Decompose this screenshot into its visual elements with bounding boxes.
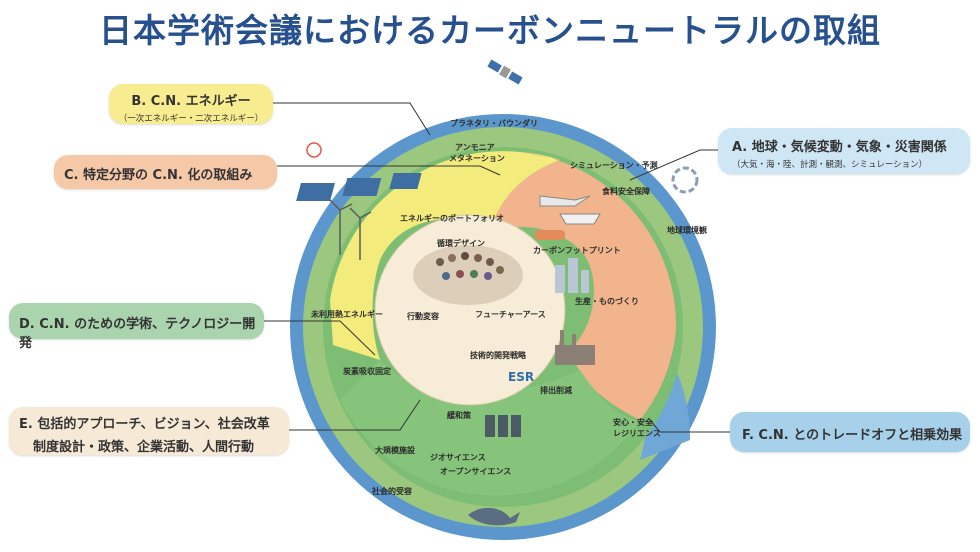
callout-d-title: D. C.N. のための学術、テクノロジー開発	[19, 317, 256, 351]
satellite-icon	[487, 59, 523, 85]
label-simulation: シミュレーション・予測	[570, 161, 658, 170]
label-carbon: カーボンフットプリント	[533, 246, 621, 255]
people-crowd-icon	[413, 245, 523, 305]
label-planetary: プラネタリ・バウンダリ	[450, 119, 538, 128]
label-capture: 炭素吸収固定	[343, 367, 391, 376]
label-esr: ESR	[508, 370, 535, 384]
callout-b-energy: B. C.N. エネルギー （一次エネルギー・二次エネルギー）	[109, 84, 273, 124]
label-safety-2: レジリエンス	[613, 429, 661, 438]
callout-f-tradeoff: F. C.N. とのトレードオフと相乗効果	[730, 412, 970, 452]
label-ammonia-1: アンモニア	[455, 143, 495, 152]
label-future: フューチャーアース	[475, 310, 546, 319]
label-food: 食料安全保障	[602, 187, 650, 196]
sun-icon	[306, 142, 322, 158]
callout-c-title: C. 特定分野の C.N. 化の取組み	[64, 168, 253, 183]
label-unused: 未利用熱エネルギー	[311, 310, 383, 319]
label-large-facility: 大規模施設	[375, 446, 415, 455]
ship-icon	[559, 213, 601, 225]
callout-a-climate: A. 地球・気候変動・気象・災害関係 （大気・海・陸、計測・観測、シミュレーショ…	[718, 128, 970, 174]
callout-e-line2: 制度設計・政策、企業活動、人間行動	[33, 440, 255, 455]
server-rack-icon	[485, 415, 521, 437]
label-behavior: 行動変容	[407, 312, 439, 321]
page-title: 日本学術会議におけるカーボンニュートラルの取組	[99, 11, 881, 50]
label-openscience: オープンサイエンス	[440, 467, 512, 476]
callout-e-approach: E. 包括的アプローチ、ビジョン、社会改革 制度設計・政策、企業活動、人間行動	[9, 407, 289, 455]
city-buildings-icon	[555, 258, 589, 293]
production-section	[490, 152, 677, 420]
label-circular: 循環デザイン	[437, 239, 485, 248]
airplane-icon	[539, 195, 591, 207]
label-reduction: 排出削減	[540, 386, 572, 395]
callout-a-subtitle: （大気・海・陸、計測・観測、シミュレーション）	[732, 160, 928, 170]
whale-icon	[468, 507, 520, 526]
wind-turbine-icon	[329, 199, 372, 260]
callout-b-subtitle: （一次エネルギー・二次エネルギー）	[118, 114, 264, 124]
label-geoscience: ジオサイエンス	[430, 453, 486, 462]
energy-section	[330, 151, 560, 360]
callout-f-title: F. C.N. とのトレードオフと相乗効果	[742, 428, 963, 443]
label-earthview: 地球環境観	[667, 226, 707, 235]
callout-d-technology: D. C.N. のための学術、テクノロジー開発	[9, 303, 264, 351]
callout-c-sector: C. 特定分野の C.N. 化の取組み	[54, 155, 277, 189]
label-social: 社会的受容	[372, 487, 412, 496]
label-portfolio: エネルギーのポートフォリオ	[400, 214, 504, 223]
label-production: 生産・ものづくり	[575, 297, 639, 306]
callout-a-title: A. 地球・気候変動・気象・災害関係	[732, 140, 947, 155]
solar-panel-icon	[296, 173, 422, 201]
callout-e-line1: E. 包括的アプローチ、ビジョン、社会改革	[19, 417, 270, 432]
leader-lines	[264, 102, 730, 433]
hurricane-icon	[671, 166, 699, 194]
label-ammonia-2: メタネーション	[449, 154, 505, 163]
label-safety-1: 安心・安全	[613, 418, 653, 427]
factory-icon	[555, 330, 595, 365]
label-mitigation: 緩和策	[447, 411, 471, 420]
callout-b-title: B. C.N. エネルギー	[131, 94, 251, 109]
car-icon	[535, 230, 565, 240]
label-tech: 技術的開発戦略	[470, 351, 526, 360]
